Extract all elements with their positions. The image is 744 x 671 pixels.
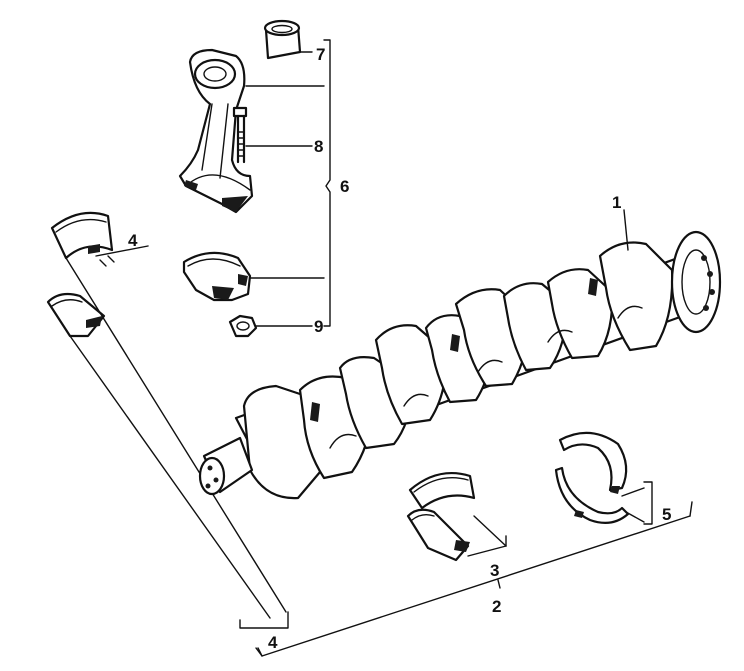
thrust-washers xyxy=(554,431,653,525)
main-bearing-shell-upper xyxy=(50,211,114,260)
callout-6: 6 xyxy=(340,177,349,196)
callout-2: 2 xyxy=(492,597,501,616)
leader-4-bottom xyxy=(65,257,289,629)
connecting-rod xyxy=(178,48,254,214)
callout-4-bottom: 4 xyxy=(268,633,278,652)
crankshaft xyxy=(198,209,722,500)
main-bearing-shell-pair xyxy=(406,472,507,562)
callout-5: 5 xyxy=(662,505,671,524)
callout-4-top: 4 xyxy=(128,231,138,250)
bracket-2 xyxy=(255,501,693,657)
small-end-bushing xyxy=(263,19,302,60)
callout-8: 8 xyxy=(314,137,323,156)
leader-4-top xyxy=(95,245,149,267)
rod-bolt xyxy=(232,106,248,164)
leader-lines-rod xyxy=(245,39,331,327)
callout-9: 9 xyxy=(314,317,323,336)
callout-3: 3 xyxy=(490,561,499,580)
callout-7: 7 xyxy=(316,45,325,64)
main-bearing-shell-lower xyxy=(46,292,106,338)
callout-1: 1 xyxy=(612,193,621,212)
rod-cap xyxy=(182,251,252,302)
rod-nut xyxy=(228,314,258,338)
